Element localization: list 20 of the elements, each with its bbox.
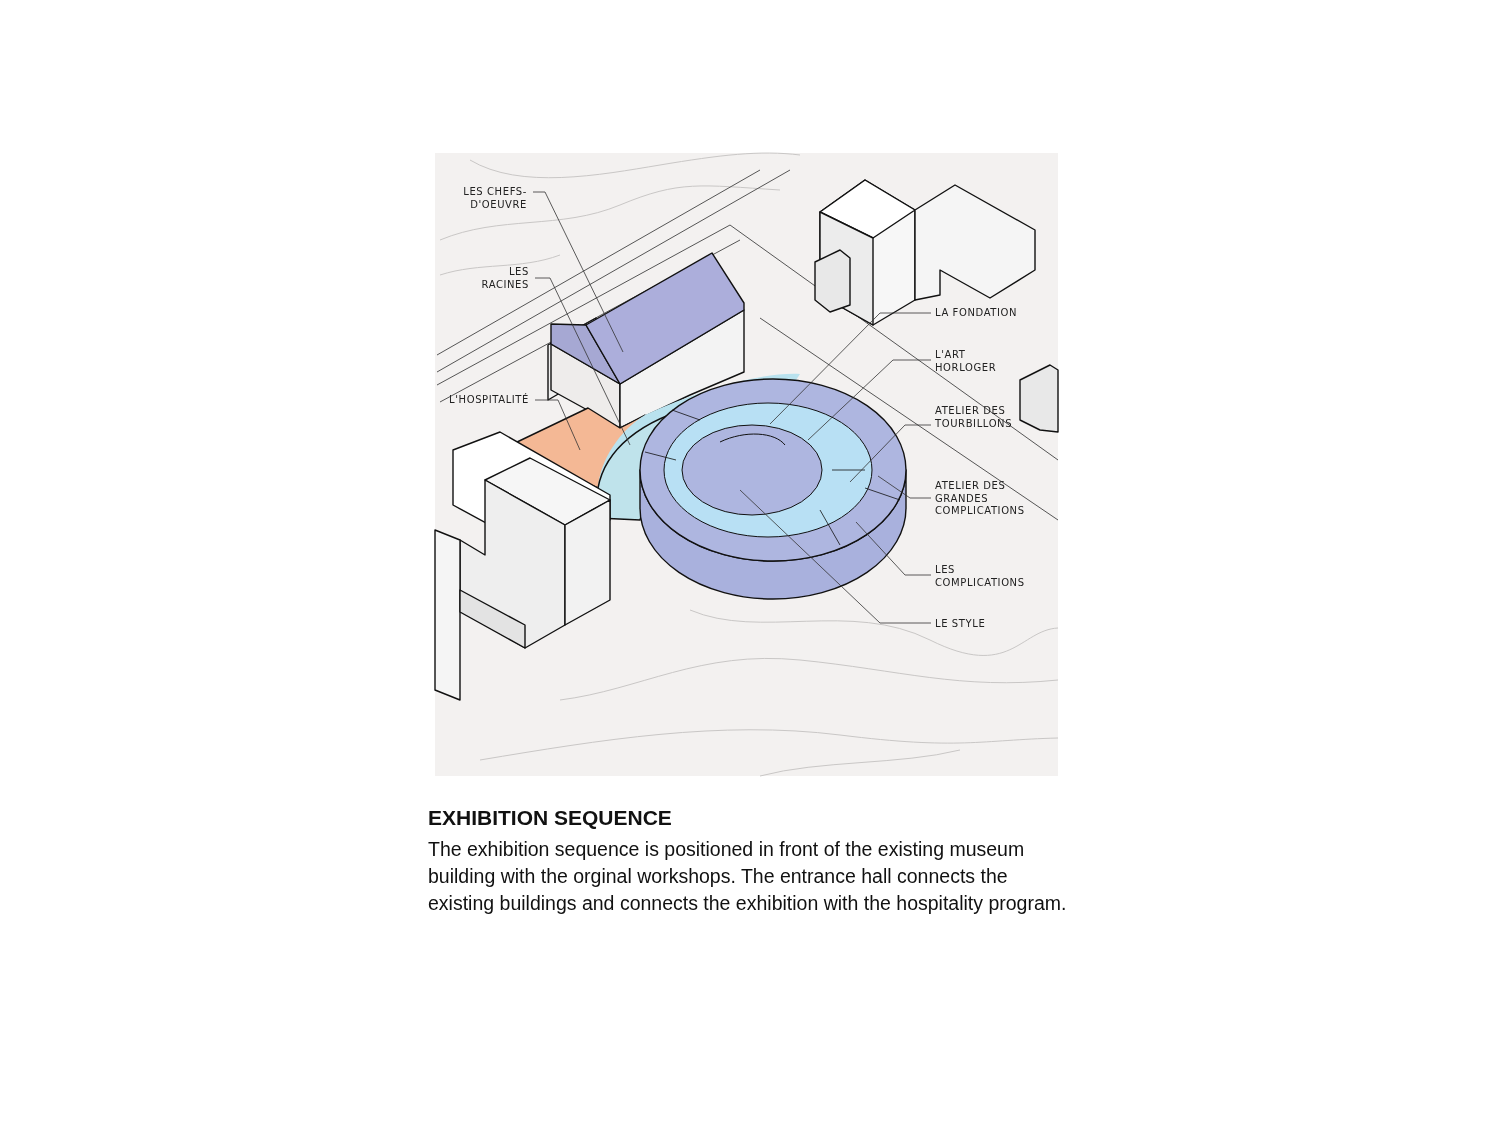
callout-label: LES RACINES [479,266,529,291]
leader-line [855,521,932,576]
leader-line [877,475,932,499]
leader-line [739,489,932,624]
leader-line [849,424,932,483]
callout-label: LA FONDATION [935,307,1045,320]
leader-line [807,359,932,441]
leader-line [532,191,624,353]
callout-label: L'ART HORLOGER [935,349,997,374]
diagram-title: EXHIBITION SEQUENCE [428,806,672,830]
callout-label: LE STYLE [935,618,1045,631]
leader-line [534,277,631,446]
callout-label: LES COMPLICATIONS [935,564,1030,589]
caption: The exhibition sequence is positioned in front of the existing museum building with the orginal workshops. The entrance hall connects the existing buildings and connects the exhibition with the hospitality program. [428,837,1068,916]
callout-label: ATELIER DES TOURBILLONS [935,405,1025,430]
callout-label: LES CHEFS- D'OEUVRE [447,186,527,211]
callout-label: L'HOSPITALITÉ [449,394,529,407]
callout-label: ATELIER DES GRANDES COMPLICATIONS [935,480,1030,518]
leader-line [534,399,581,451]
leader-line [769,312,932,425]
